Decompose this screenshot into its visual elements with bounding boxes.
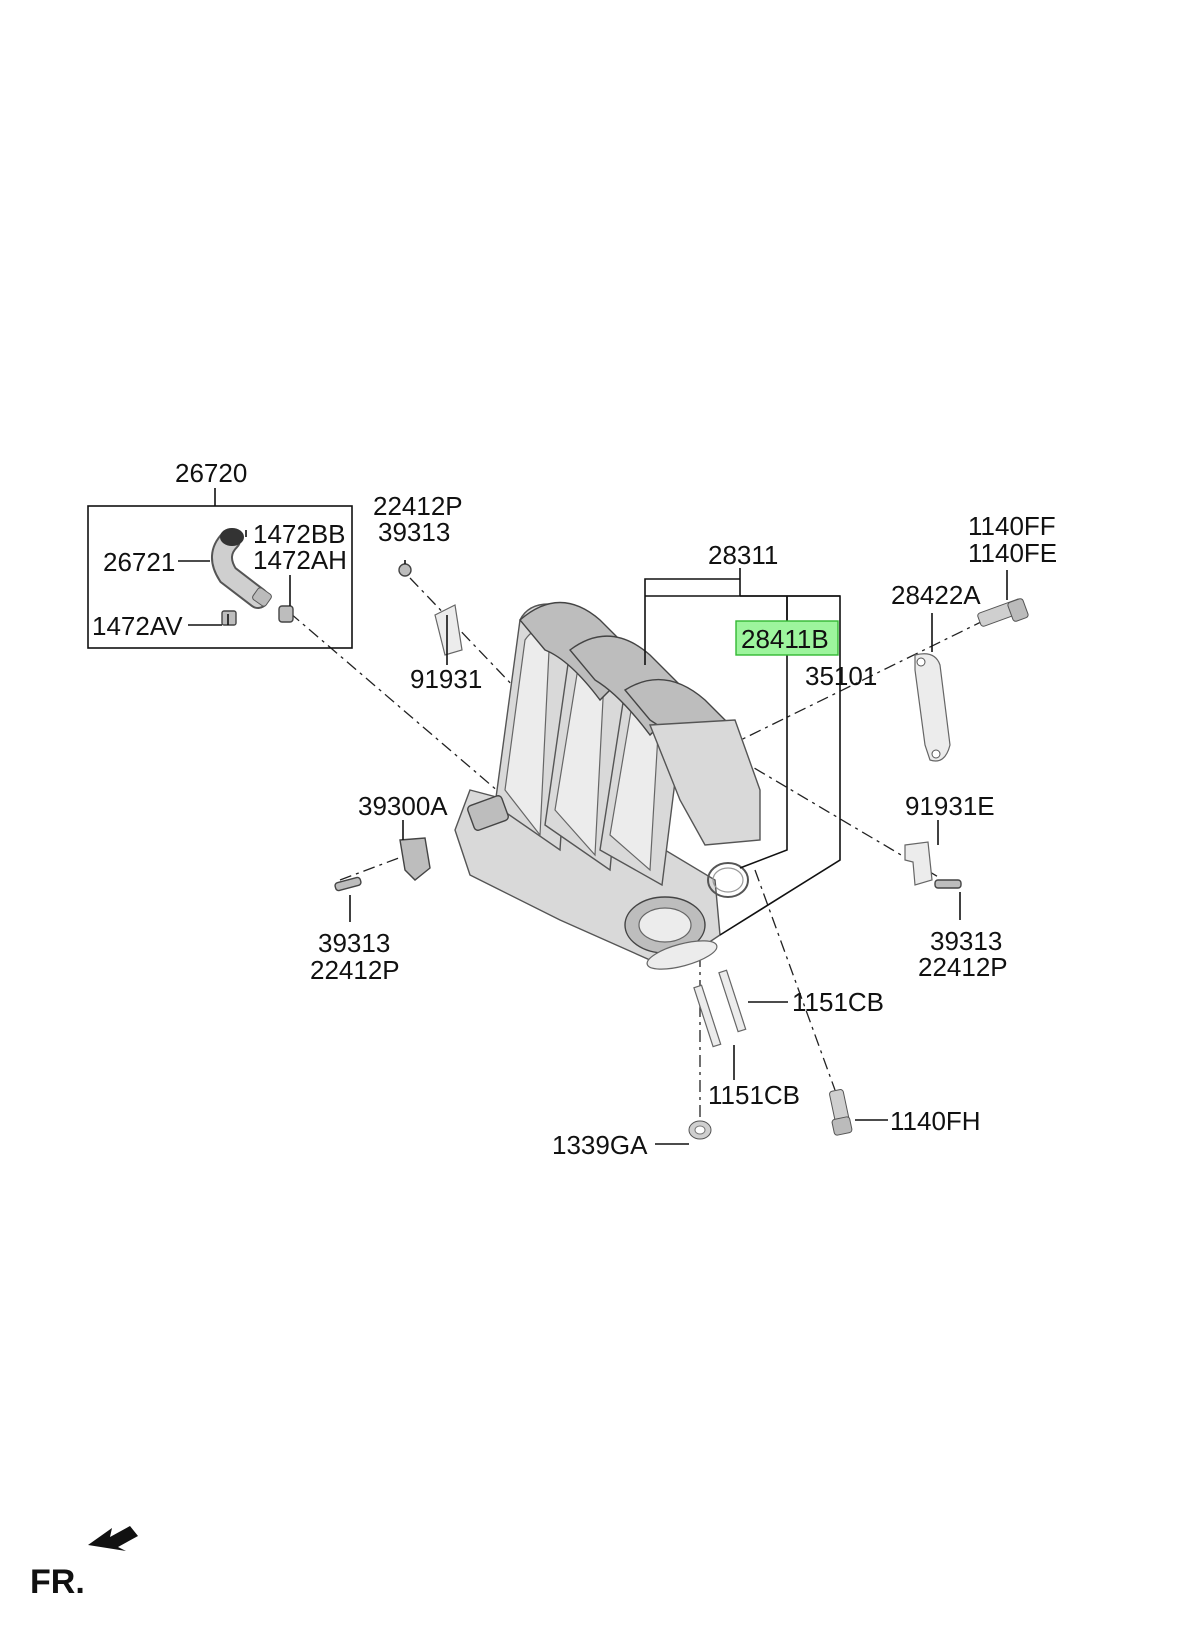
label-91931[interactable]: 91931 (410, 664, 482, 694)
label-35101[interactable]: 35101 (805, 661, 877, 691)
stay-28422a-illustration (914, 653, 951, 762)
label-39313-top[interactable]: 39313 (378, 517, 450, 547)
sensor-39300a-illustration (399, 837, 431, 881)
label-1140ff[interactable]: 1140FF (968, 511, 1056, 541)
label-39300a[interactable]: 39300A (358, 791, 448, 821)
front-direction-arrow-icon (88, 1526, 138, 1551)
label-1140fe[interactable]: 1140FE (968, 538, 1057, 568)
part-labels: 26720 1472BB 26721 1472AH 1472AV 22412P … (92, 458, 1057, 1160)
bracket-91931e-illustration (904, 841, 933, 886)
label-26720[interactable]: 26720 (175, 458, 247, 488)
throttle-gasket-illustration (646, 940, 718, 970)
label-22412p-top[interactable]: 22412P (373, 491, 463, 521)
label-1339ga[interactable]: 1339GA (552, 1130, 648, 1160)
hose-26721-illustration (211, 528, 272, 609)
bolt-1140ff-illustration (977, 598, 1029, 627)
bracket-91931-illustration (434, 604, 463, 656)
clamp-1472ah-illustration (278, 605, 294, 623)
label-1151cb-b[interactable]: 1151CB (708, 1080, 800, 1110)
front-direction-label: FR. (30, 1563, 85, 1601)
bolt-39313-left-illustration (334, 876, 362, 892)
label-1472bb[interactable]: 1472BB (253, 519, 346, 549)
label-39313-left[interactable]: 39313 (318, 928, 390, 958)
label-26721[interactable]: 26721 (103, 547, 175, 577)
label-28422a[interactable]: 28422A (891, 580, 981, 610)
label-28311[interactable]: 28311 (708, 540, 778, 570)
stud-1151cb-a-illustration (718, 969, 747, 1033)
clamp-1472av-illustration (221, 610, 237, 626)
bolt-1140fh-illustration (829, 1089, 853, 1136)
label-22412p-left[interactable]: 22412P (310, 955, 400, 985)
label-22412p-right[interactable]: 22412P (918, 952, 1008, 982)
label-1472av[interactable]: 1472AV (92, 611, 183, 641)
highlight-28411b (735, 620, 839, 656)
label-1140fh[interactable]: 1140FH (890, 1106, 981, 1136)
bracket-28311 (644, 578, 740, 665)
label-91931e[interactable]: 91931E (905, 791, 995, 821)
label-28411b[interactable]: 28411B (741, 624, 829, 654)
nut-1339ga-illustration (688, 1120, 712, 1140)
assembly-box-26720 (87, 505, 353, 649)
stud-1151cb-b-illustration (693, 984, 722, 1048)
label-39313-right[interactable]: 39313 (930, 926, 1002, 956)
intake-manifold-illustration (454, 601, 761, 961)
gasket-28411b-illustration (707, 862, 749, 898)
bolt-39313-right-illustration (934, 879, 962, 889)
label-1472ah[interactable]: 1472AH (253, 545, 347, 575)
label-1151cb-a[interactable]: 1151CB (792, 987, 884, 1017)
bolt-39313-top-illustration (398, 563, 412, 577)
front-direction-indicator: FR. (30, 1526, 138, 1601)
